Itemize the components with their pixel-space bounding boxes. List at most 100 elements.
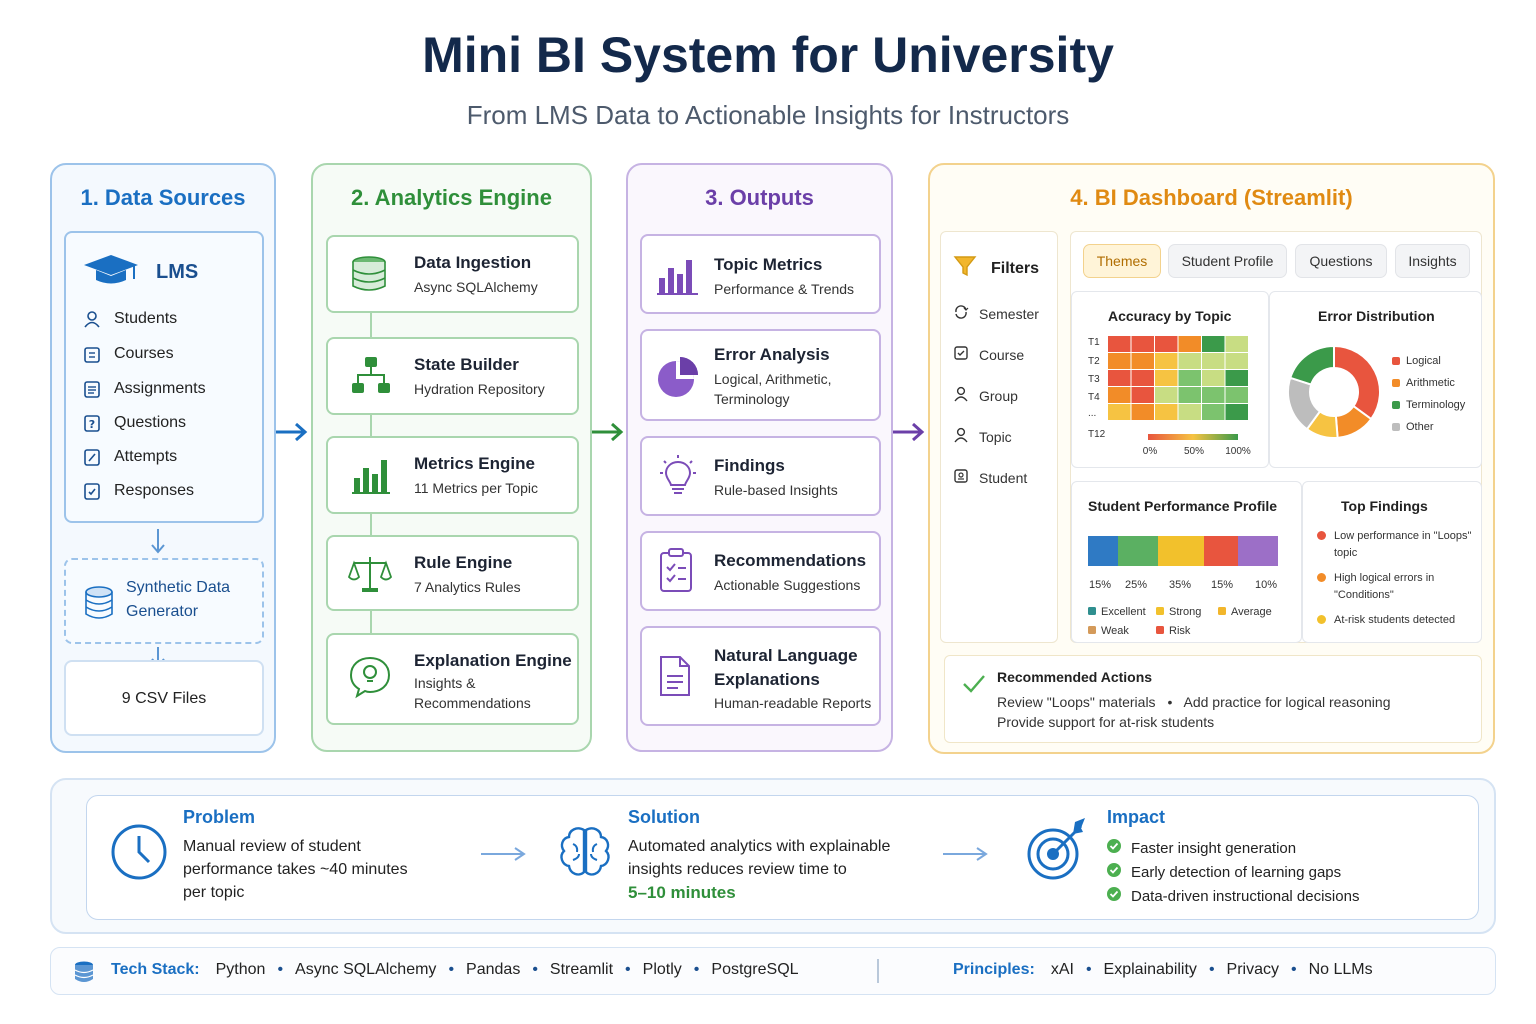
analytics-title: 2. Analytics Engine [351, 185, 552, 210]
legend-item: Other [1392, 416, 1465, 438]
right-arrow-icon [941, 844, 989, 869]
heatmap-row-label: ... [1088, 408, 1096, 419]
tab-insights[interactable]: Insights [1395, 244, 1470, 278]
step-subtitle: Insights & Recommendations [414, 675, 531, 711]
filter-label: Student [979, 469, 1028, 486]
legend-swatch [1392, 423, 1400, 432]
filter-group[interactable]: Group [953, 386, 1018, 405]
clipboard-check-icon [658, 547, 694, 598]
source-courses: Courses [82, 344, 174, 364]
legend-label: Arithmetic [1406, 377, 1455, 389]
legend-label: Other [1406, 421, 1434, 433]
heatmap-cell [1202, 404, 1225, 420]
profile-percent-label: 35% [1169, 579, 1191, 591]
tab-student-profile[interactable]: Student Profile [1168, 244, 1287, 278]
filter-course[interactable]: Course [953, 345, 1024, 364]
check-icon [961, 672, 987, 701]
profile-percent-label: 10% [1255, 579, 1277, 591]
impact-text: Faster insight generation [1131, 840, 1297, 857]
heatmap-cell [1178, 353, 1201, 369]
profile-segment [1158, 536, 1204, 566]
legend-item: Logical [1392, 350, 1465, 372]
tab-questions[interactable]: Questions [1295, 244, 1387, 278]
edit-icon [82, 447, 102, 467]
finding-text: At-risk students detected [1334, 614, 1456, 626]
filter-label: Topic [979, 428, 1012, 445]
source-label: Questions [114, 414, 187, 431]
finding-dot [1317, 573, 1326, 582]
csv-files-card: 9 CSV Files [64, 660, 264, 736]
step-subtitle: 7 Analytics Rules [414, 579, 521, 595]
source-questions: ? Questions [82, 413, 186, 433]
tab-themes[interactable]: Themes [1083, 244, 1161, 278]
impact-text: Data-driven instructional decisions [1131, 888, 1360, 905]
output-title: Error Analysis [714, 345, 830, 364]
lms-label: LMS [156, 261, 199, 283]
profile-legend-label: Average [1231, 606, 1272, 618]
bullet-separator: • [1208, 961, 1215, 978]
profile-percent-label: 25% [1125, 579, 1147, 591]
id-card-icon [953, 468, 969, 487]
source-assignments: Assignments [82, 379, 206, 399]
tech-stack-line: Tech Stack: Python•Async SQLAlchemy•Pand… [111, 961, 799, 979]
outputs-panel: 3. Outputs Topic Metrics Performance & T… [626, 163, 893, 752]
impact-text: Early detection of learning gaps [1131, 864, 1342, 881]
tech-label: Tech Stack: [111, 961, 200, 978]
recommended-line-2: Provide support for at-risk students [997, 714, 1215, 730]
outputs-title: 3. Outputs [705, 185, 814, 210]
bullet-separator: • [277, 961, 284, 978]
heatmap-cell [1155, 370, 1178, 386]
filters-sidebar: Filters Semester Course Group Topic Stud… [940, 231, 1058, 643]
heatmap-row-label: T3 [1088, 374, 1100, 385]
step-title: Rule Engine [414, 553, 513, 572]
impact-title: Impact [1107, 807, 1166, 827]
heatmap-cell [1225, 370, 1248, 386]
heatmap-cell [1202, 370, 1225, 386]
filter-label: Semester [979, 305, 1039, 322]
heatmap-cell [1108, 336, 1131, 352]
page-subtitle: From LMS Data to Actionable Insights for… [466, 100, 1070, 130]
heatmap-cell [1202, 336, 1225, 352]
step-subtitle: 11 Metrics per Topic [414, 480, 538, 496]
heatmap-cell [1225, 336, 1248, 352]
user-icon [82, 309, 102, 329]
principles-label: Principles: [953, 961, 1035, 978]
bullet-separator: • [625, 961, 631, 978]
source-label: Courses [114, 345, 174, 362]
legend-label: Logical [1406, 355, 1441, 367]
principle-item: Explainability [1103, 961, 1197, 978]
tech-item: Plotly [642, 961, 682, 978]
principles-line: Principles: xAI•Explainability•Privacy•N… [953, 961, 1373, 979]
question-icon: ? [82, 413, 102, 433]
hierarchy-icon [350, 355, 392, 402]
step-title: Explanation Engine [414, 651, 572, 670]
bullet-separator: • [693, 961, 700, 978]
pie-chart-icon [656, 355, 700, 404]
list-icon [82, 379, 102, 399]
analytics-panel: 2. Analytics Engine Data Ingestion Async… [311, 163, 592, 752]
legend-item: Arithmetic [1392, 372, 1465, 394]
step-subtitle: Async SQLAlchemy [414, 279, 538, 295]
heatmap-cell [1131, 404, 1154, 420]
step-title: Data Ingestion [414, 253, 532, 272]
heatmap-cell [1108, 370, 1131, 386]
filter-topic[interactable]: Topic [953, 427, 1012, 446]
filter-student[interactable]: Student [953, 468, 1027, 487]
profile-legend-swatch [1156, 626, 1164, 634]
user-icon [953, 386, 969, 405]
profile-percent-label: 15% [1211, 579, 1233, 591]
output-nl-explanations: Natural Language Explanations Human-read… [640, 626, 881, 726]
checkbox-icon [953, 345, 969, 364]
user-icon [953, 427, 969, 446]
output-title: Topic Metrics [714, 255, 823, 274]
finding-dot [1317, 615, 1326, 624]
profile-legend-swatch [1218, 607, 1226, 615]
lms-card: LMS Students Courses Assignments ? Quest… [64, 231, 264, 523]
tech-item: Python [215, 961, 266, 978]
divider [877, 959, 879, 983]
output-subtitle: Logical, Arithmetic, Terminology [714, 371, 832, 407]
heatmap-scale-label: 100% [1225, 446, 1251, 457]
heatmap-cell [1155, 404, 1178, 420]
filter-semester[interactable]: Semester [953, 304, 1039, 323]
